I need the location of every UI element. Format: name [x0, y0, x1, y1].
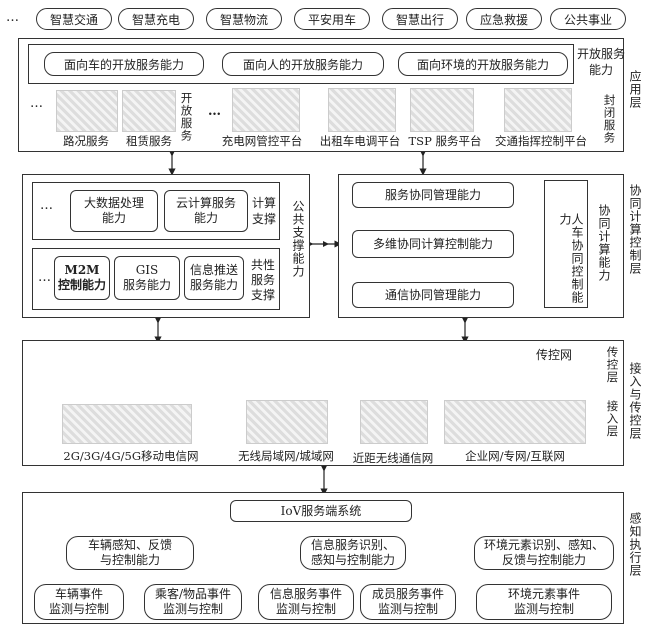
member-service-event-monitor[interactable]: 成员服务事件 监测与控制 [360, 584, 456, 620]
app-smart-traffic[interactable]: 智慧交通 [36, 8, 112, 30]
vehicle-event-monitor[interactable]: 车辆事件 监测与控制 [34, 584, 124, 620]
traffic-command-thumbnail [504, 88, 572, 132]
access-sublayer-label: 接入层 [605, 400, 620, 438]
comm-coop-management[interactable]: 通信协同管理能力 [352, 282, 514, 308]
tsp-service-platform[interactable]: TSP 服务平台 [408, 134, 482, 148]
coop-ability-label: 协同计算能力 [597, 204, 611, 282]
big-data-processing[interactable]: 大数据处理 能力 [70, 190, 158, 232]
transfer-layer-label: 传控层 [605, 346, 620, 384]
taxi-platform-thumbnail [328, 88, 396, 132]
coop-layer-label: 协同计算控制层 [628, 184, 642, 275]
short-range-wireless[interactable]: 近距无线通信网 [352, 451, 434, 465]
top-ellipsis: … [6, 10, 19, 25]
app-safe-driving[interactable]: 平安用车 [294, 8, 370, 30]
info-push-service[interactable]: 信息推送 服务能力 [184, 256, 244, 300]
human-car-coop-box[interactable]: 人车协同控制能力 [544, 180, 588, 308]
closed-service-label: 封闭服务 [602, 94, 617, 144]
car-open-capability[interactable]: 面向车的开放服务能力 [44, 52, 204, 76]
sense-layer-label: 感知执行层 [628, 512, 642, 577]
taxi-dispatch-platform[interactable]: 出租车电调平台 [319, 134, 401, 148]
app-smart-charging[interactable]: 智慧充电 [118, 8, 194, 30]
multi-dim-coop-control[interactable]: 多维协同计算控制能力 [352, 230, 514, 258]
wlan-man-network[interactable]: 无线局域网/城域网 [238, 449, 334, 463]
environment-open-capability[interactable]: 面向环境的开放服务能力 [398, 52, 568, 76]
public-support-label: 公共支撑能力 [291, 200, 305, 278]
enterprise-private-internet[interactable]: 企业网/专网/互联网 [465, 449, 565, 463]
rental-service[interactable]: 租赁服务 [126, 134, 172, 148]
platforms-ellipsis: … [208, 104, 221, 119]
transfer-net-label: 传控网 [536, 348, 573, 362]
info-service-capability[interactable]: 信息服务识别、 感知与控制能力 [300, 536, 406, 570]
access-layer-label: 接入与传控层 [628, 362, 642, 440]
app-smart-logistics[interactable]: 智慧物流 [206, 8, 282, 30]
compute-support-label: 计算支撑 [251, 196, 276, 226]
human-car-coop-label: 人车协同控制能力 [558, 213, 584, 304]
service-coop-management[interactable]: 服务协同管理能力 [352, 182, 514, 208]
charging-network-platform[interactable]: 充电网管控平台 [221, 134, 303, 148]
mobile-network-image [62, 404, 192, 444]
road-condition-service[interactable]: 路况服务 [63, 134, 109, 148]
tsp-platform-thumbnail [410, 88, 474, 132]
short-range-network-image [360, 400, 428, 444]
open-service-capability-label: 开放服务能力 [576, 47, 625, 78]
passenger-item-event-monitor[interactable]: 乘客/物品事件 监测与控制 [144, 584, 242, 620]
app-emergency-rescue[interactable]: 应急救援 [466, 8, 542, 30]
road-condition-thumbnail [56, 90, 118, 132]
charging-platform-thumbnail [232, 88, 300, 132]
application-layer-label: 应用层 [628, 70, 642, 109]
iov-server-system[interactable]: IoV服务端系统 [230, 500, 412, 522]
common-ellipsis: … [38, 270, 51, 285]
environment-event-monitor[interactable]: 环境元素事件 监测与控制 [476, 584, 612, 620]
compute-ellipsis: … [40, 198, 53, 213]
app-smart-travel[interactable]: 智慧出行 [382, 8, 458, 30]
vehicle-sensing-capability[interactable]: 车辆感知、反馈 与控制能力 [66, 536, 194, 570]
m2m-control[interactable]: M2M 控制能力 [54, 256, 110, 300]
enterprise-network-image [444, 400, 586, 444]
person-open-capability[interactable]: 面向人的开放服务能力 [222, 52, 384, 76]
traffic-command-platform[interactable]: 交通指挥控制平台 [495, 134, 587, 148]
left-services-ellipsis: … [30, 96, 43, 111]
environment-sensing-capability[interactable]: 环境元素识别、感知、 反馈与控制能力 [474, 536, 614, 570]
rental-thumbnail [122, 90, 176, 132]
common-service-label: 共性服务支撑 [250, 258, 275, 302]
app-public-utility[interactable]: 公共事业 [550, 8, 626, 30]
info-service-event-monitor[interactable]: 信息服务事件 监测与控制 [258, 584, 354, 620]
cloud-computing-service[interactable]: 云计算服务 能力 [164, 190, 248, 232]
gis-service[interactable]: GIS 服务能力 [114, 256, 180, 300]
open-service-label: 开放服务 [179, 92, 194, 142]
wlan-network-image [246, 400, 328, 444]
mobile-telecom-network[interactable]: 2G/3G/4G/5G移动电信网 [63, 449, 199, 463]
